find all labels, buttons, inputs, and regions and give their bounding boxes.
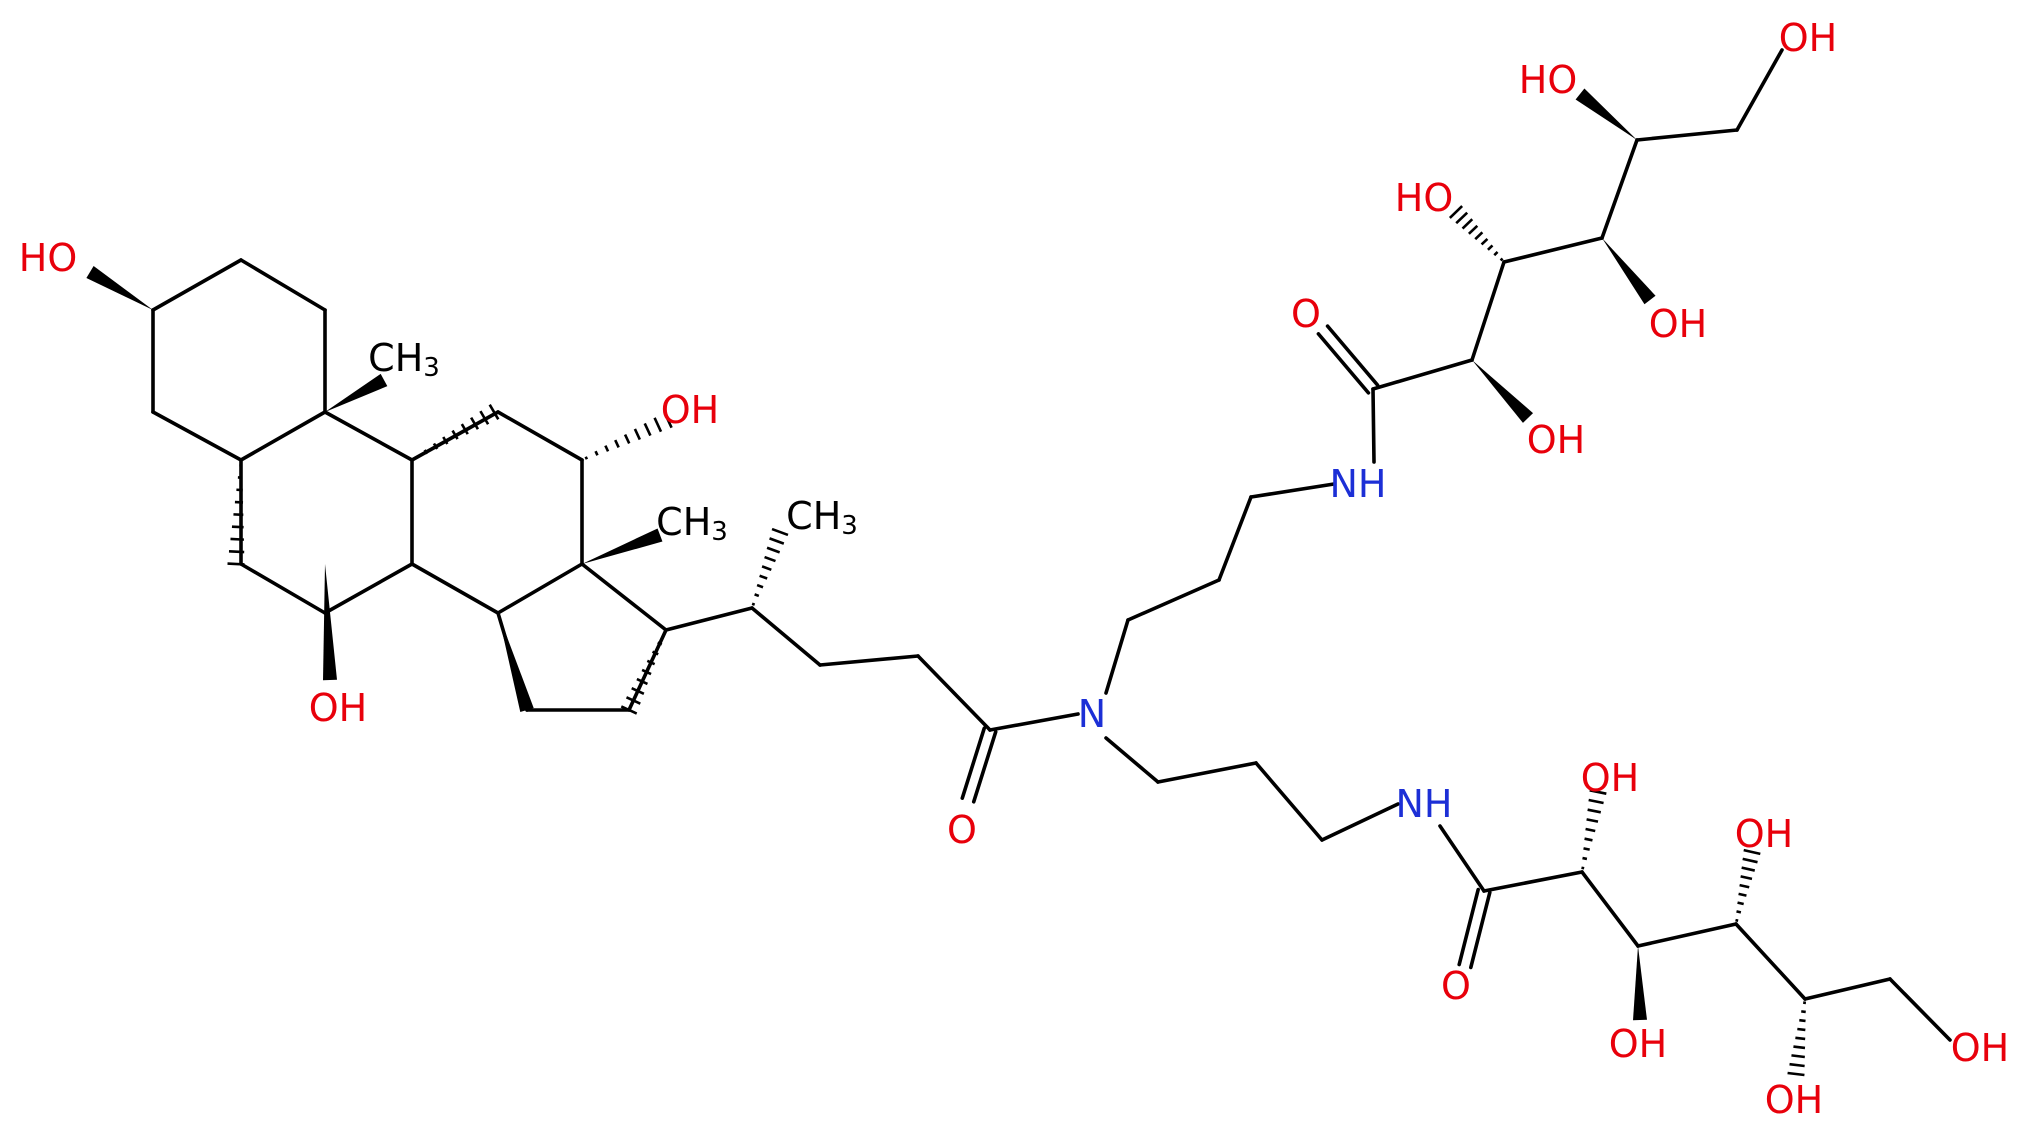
hydroxyl-label: OH xyxy=(1527,418,1585,462)
wedge-bond xyxy=(498,613,534,713)
single-bond xyxy=(1249,482,1336,499)
single-bond xyxy=(496,562,584,615)
hashed-wedge-bond xyxy=(414,404,500,460)
wedge-bond xyxy=(1472,360,1534,423)
amide-nh-label: NH xyxy=(1396,782,1453,826)
single-bond xyxy=(1580,870,1640,948)
wedge-bond xyxy=(323,564,337,681)
single-bond xyxy=(1104,618,1130,695)
bond-layer xyxy=(151,48,1952,1042)
single-bond xyxy=(818,654,920,667)
methyl-label: CH3 xyxy=(368,336,440,383)
hashed-wedge-bond xyxy=(584,411,673,460)
single-bond xyxy=(1635,128,1739,142)
single-bond xyxy=(239,258,327,312)
single-bond xyxy=(1156,761,1258,784)
single-bond xyxy=(1126,578,1221,622)
single-bond xyxy=(988,712,1080,732)
single-bond xyxy=(151,258,243,312)
single-bond xyxy=(323,562,414,615)
single-bond xyxy=(1470,260,1506,362)
hydroxyl-label: OH xyxy=(1649,302,1707,346)
carbonyl-oxygen-label: O xyxy=(1441,964,1471,1008)
single-bond xyxy=(1482,870,1584,893)
single-bond xyxy=(580,562,668,632)
hashed-wedge-bond xyxy=(751,527,789,606)
single-bond xyxy=(664,606,754,632)
single-bond xyxy=(1104,736,1160,784)
double-bond xyxy=(1469,890,1492,970)
hashed-wedge-bond xyxy=(620,632,666,715)
single-bond xyxy=(323,410,414,462)
double-bond xyxy=(1316,332,1371,395)
wedge-bond xyxy=(1633,946,1647,1021)
single-bond xyxy=(1734,922,1807,1001)
hydroxyl-label: HO xyxy=(1395,176,1453,220)
single-bond xyxy=(1502,236,1604,264)
double-bond xyxy=(1457,887,1480,967)
single-bond xyxy=(1888,977,1952,1042)
hydroxyl-label: OH xyxy=(1735,812,1793,856)
hashed-wedge-bond xyxy=(227,463,245,566)
carbonyl-oxygen-label: O xyxy=(1291,292,1321,336)
single-bond xyxy=(1371,387,1376,464)
double-bond xyxy=(960,726,987,801)
single-bond xyxy=(496,410,584,462)
hashed-wedge-bond xyxy=(1581,789,1607,870)
hydroxyl-label: OH xyxy=(1779,16,1837,60)
hydroxyl-label: OH xyxy=(309,686,367,730)
hydroxyl-label: OH xyxy=(1765,1078,1823,1122)
single-bond xyxy=(410,562,500,615)
single-bond xyxy=(239,410,327,462)
methyl-label: CH3 xyxy=(656,500,728,547)
single-bond xyxy=(151,410,243,462)
double-bond xyxy=(1325,324,1380,387)
hashed-wedge-bond xyxy=(1448,205,1504,262)
single-bond xyxy=(1438,824,1486,893)
hydroxyl-label: OH xyxy=(1581,756,1639,800)
methyl-label: CH3 xyxy=(786,494,858,541)
single-bond xyxy=(627,628,668,712)
single-bond xyxy=(1600,138,1639,240)
hydroxyl-label: OH xyxy=(1951,1026,2009,1070)
single-bond xyxy=(1735,48,1784,132)
single-bond xyxy=(239,562,327,615)
hydroxyl-label: HO xyxy=(19,236,77,280)
single-bond xyxy=(1320,802,1400,842)
carbonyl-oxygen-label: O xyxy=(947,808,977,852)
hydroxyl-label: HO xyxy=(1519,58,1577,102)
hashed-wedge-bond xyxy=(1787,1001,1807,1077)
single-bond xyxy=(1803,977,1892,1001)
single-bond xyxy=(1254,761,1324,842)
single-bond xyxy=(1636,922,1738,948)
wedge-bond xyxy=(1602,238,1656,305)
single-bond xyxy=(750,606,822,667)
tertiary-amide-nitrogen-label: N xyxy=(1078,692,1106,736)
wedge-bond xyxy=(86,266,153,310)
single-bond xyxy=(1217,495,1253,582)
double-bond xyxy=(971,729,998,804)
hydroxyl-label: OH xyxy=(1609,1022,1667,1066)
hydroxyl-label: OH xyxy=(661,388,719,432)
single-bond xyxy=(1371,358,1474,391)
stereo-bond-layer xyxy=(86,88,1807,1077)
wedge-bond xyxy=(1575,88,1637,140)
amide-nh-label: NH xyxy=(1330,462,1387,506)
wedge-bond xyxy=(582,528,663,564)
wedge-bond xyxy=(325,373,388,412)
hashed-wedge-bond xyxy=(1735,848,1761,922)
single-bond xyxy=(916,654,992,732)
atom-label-layer: HO OH CH3 OH CH3 CH3 O N NH O OH HO OH H… xyxy=(19,16,2009,1122)
